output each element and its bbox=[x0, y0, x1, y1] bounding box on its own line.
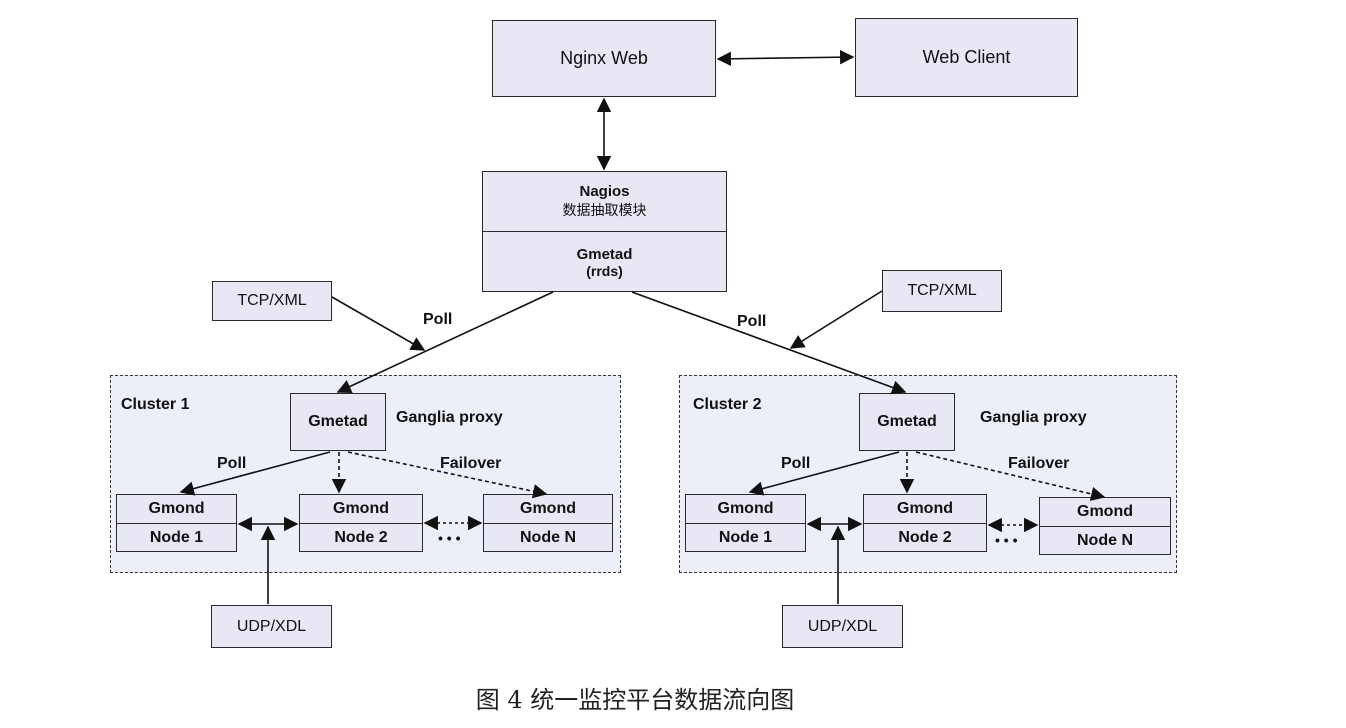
cluster-1-label: Cluster 1 bbox=[121, 396, 190, 413]
nagios-title: Nagios bbox=[579, 183, 630, 200]
web-client-label: Web Client bbox=[922, 47, 1011, 67]
cluster-1-node-2-gmond: Gmond bbox=[300, 495, 422, 524]
udp-xdl-box-left: UDP/XDL bbox=[211, 605, 332, 648]
cluster-1-failover-label: Failover bbox=[440, 455, 502, 472]
nagios-subtitle: 数据抽取模块 bbox=[562, 202, 647, 218]
udp-xdl-label-left: UDP/XDL bbox=[236, 617, 307, 635]
nginx-web-box: Nginx Web bbox=[492, 20, 716, 97]
arrow-c2-failover-noden bbox=[915, 451, 1106, 501]
arrow-tcpxml-right bbox=[789, 290, 883, 349]
cluster-1-gmetad-label: Gmetad bbox=[308, 413, 368, 430]
cluster-2-node-n: Gmond Node N bbox=[1039, 497, 1171, 555]
cluster-2-node-1: Gmond Node 1 bbox=[685, 494, 806, 552]
tcp-xml-label-left: TCP/XML bbox=[237, 292, 307, 309]
poll-label-right: Poll bbox=[737, 313, 767, 330]
gmetad-main-section: Gmetad (rrds) bbox=[483, 232, 726, 292]
cluster-1-node-1-gmond: Gmond bbox=[117, 495, 236, 524]
tcp-xml-box-right: TCP/XML bbox=[882, 270, 1002, 312]
cluster-1-node-1: Gmond Node 1 bbox=[116, 494, 237, 552]
arrow-nginx-webclient bbox=[716, 49, 855, 67]
cluster-2-node-1-name: Node 1 bbox=[718, 529, 773, 546]
tcp-xml-box-left: TCP/XML bbox=[212, 281, 332, 321]
cluster-2-node-2-gmond: Gmond bbox=[864, 495, 986, 524]
arrow-main-to-cluster2 bbox=[631, 291, 907, 395]
cluster-2-node-n-name: Node N bbox=[1077, 532, 1133, 549]
cluster-2-node-1-gmond: Gmond bbox=[686, 495, 805, 524]
cluster-2-proxy-label: Ganglia proxy bbox=[980, 409, 1087, 426]
cluster-2-label: Cluster 2 bbox=[693, 396, 762, 413]
cluster-2-ellipsis: • • • bbox=[995, 532, 1018, 548]
cluster-1-node-2-name: Node 2 bbox=[334, 529, 388, 546]
web-client-box: Web Client bbox=[855, 18, 1078, 97]
figure-caption: 图 4 统一监控平台数据流向图 bbox=[475, 686, 795, 714]
arrow-c1-failover-noden bbox=[347, 451, 548, 499]
cluster-2-poll-label: Poll bbox=[781, 455, 811, 472]
arrow-c1-poll-node1 bbox=[179, 451, 331, 496]
arrow-tcpxml-left bbox=[331, 296, 426, 351]
udp-xdl-box-right: UDP/XDL bbox=[782, 605, 903, 648]
cluster-1-poll-label: Poll bbox=[217, 455, 247, 472]
cluster-1-node-1-name: Node 1 bbox=[149, 529, 204, 546]
cluster-1-proxy-label: Ganglia proxy bbox=[396, 409, 503, 426]
poll-label-left: Poll bbox=[423, 311, 453, 328]
cluster-1-node-2: Gmond Node 2 bbox=[299, 494, 423, 552]
cluster-2-gmetad-box: Gmetad bbox=[859, 393, 955, 451]
cluster-2-node-n-gmond: Gmond bbox=[1040, 498, 1170, 527]
cluster-1-node-n-name: Node N bbox=[520, 529, 576, 546]
nagios-section: Nagios 数据抽取模块 bbox=[483, 172, 726, 232]
tcp-xml-label-right: TCP/XML bbox=[907, 282, 977, 299]
arrow-c2-poll-node1 bbox=[748, 451, 900, 496]
cluster-1-node-n: Gmond Node N bbox=[483, 494, 613, 552]
udp-xdl-label-right: UDP/XDL bbox=[807, 617, 878, 635]
cluster-1-ellipsis: • • • bbox=[438, 530, 461, 546]
gmetad-main-title: Gmetad bbox=[576, 245, 633, 263]
cluster-1-node-n-gmond: Gmond bbox=[484, 495, 612, 524]
cluster-1-gmetad-box: Gmetad bbox=[290, 393, 386, 451]
cluster-2-gmetad-label: Gmetad bbox=[877, 413, 937, 430]
cluster-2-failover-label: Failover bbox=[1008, 455, 1070, 472]
nagios-gmetad-box: Nagios 数据抽取模块 Gmetad (rrds) bbox=[482, 171, 727, 292]
cluster-2-node-2-name: Node 2 bbox=[898, 529, 952, 546]
cluster-2-node-2: Gmond Node 2 bbox=[863, 494, 987, 552]
arrow-main-to-cluster1 bbox=[336, 291, 554, 394]
nginx-web-label: Nginx Web bbox=[560, 48, 648, 68]
gmetad-main-subtitle: (rrds) bbox=[586, 262, 623, 279]
